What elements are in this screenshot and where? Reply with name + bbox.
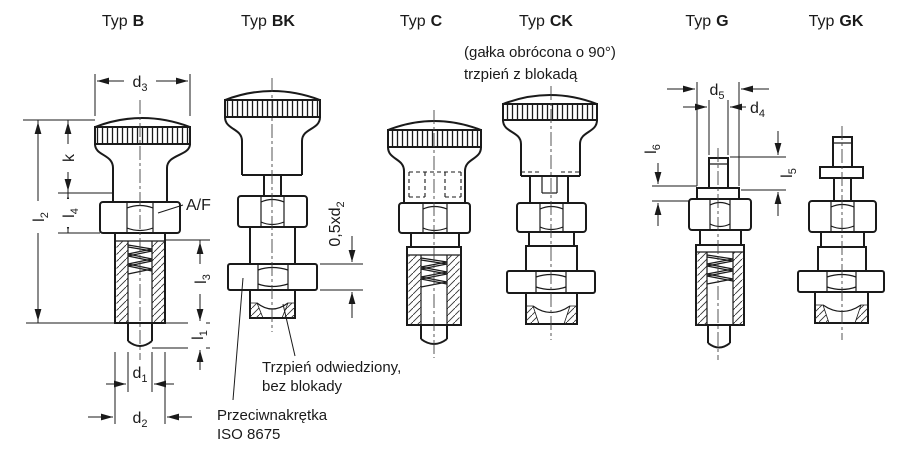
annotation-counternut: Przeciwnakrętka ISO 8675 — [217, 277, 328, 443]
spring-c — [420, 257, 448, 288]
svg-text:k: k — [61, 153, 78, 162]
hidden-slot-c — [408, 171, 462, 198]
hex-nut-g — [688, 198, 752, 231]
lock-notch-ck — [541, 176, 558, 194]
dim-l2: l2 — [23, 119, 115, 324]
svg-text:l4: l4 — [61, 208, 81, 218]
hex-nut-ck — [516, 202, 587, 233]
hex-nut-c — [398, 202, 471, 234]
dim-af: A/F — [157, 197, 211, 214]
knurled-knob-ck — [502, 103, 598, 121]
svg-text:l3: l3 — [193, 274, 213, 284]
ck-note-line2: trzpień z blokadą — [464, 66, 578, 83]
pin-tip-g — [707, 342, 731, 349]
figure-typ-c — [387, 110, 482, 358]
dim-d1: d1 — [106, 352, 174, 392]
dim-d3: d3 — [94, 74, 191, 116]
svg-text:d2: d2 — [132, 410, 147, 430]
figure-typ-bk — [224, 78, 321, 332]
spring-g — [706, 254, 734, 285]
figure-typ-b — [94, 100, 191, 360]
spring-b — [127, 244, 153, 275]
svg-text:l5: l5 — [779, 168, 799, 178]
figure-typ-g — [688, 148, 752, 360]
hex-nut-gk — [808, 200, 877, 233]
figure-typ-gk — [797, 126, 885, 340]
knurled-knob-b — [94, 126, 191, 145]
svg-text:d4: d4 — [750, 100, 765, 120]
svg-text:ISO 8675: ISO 8675 — [217, 426, 280, 443]
svg-text:0,5xd2: 0,5xd2 — [327, 201, 347, 246]
annotation-pin-retracted: Trzpień odwiedziony, bez blokady — [262, 303, 401, 395]
svg-text:l1: l1 — [190, 330, 210, 340]
dim-d2: d2 — [88, 352, 192, 430]
ck-note-line1: (gałka obrócona o 90°) — [464, 44, 616, 61]
dim-k: k — [58, 120, 113, 194]
hex-nut-bk — [237, 195, 308, 228]
figure-typ-ck — [502, 86, 598, 340]
svg-text:Trzpień odwiedziony,: Trzpień odwiedziony, — [262, 359, 401, 376]
dim-l3: l3 — [165, 239, 213, 324]
svg-text:bez blokady: bez blokady — [262, 378, 343, 395]
dim-d5: d5 — [667, 82, 769, 186]
dim-l1: l1 — [152, 321, 210, 370]
knurled-knob-bk — [224, 99, 321, 118]
washer-gk — [819, 166, 864, 179]
svg-text:l6: l6 — [643, 144, 663, 154]
knurled-knob-c — [387, 129, 482, 148]
pin-tip-b — [127, 340, 153, 347]
dim-l6: l6 — [641, 135, 697, 226]
threaded-stud-g — [708, 157, 729, 189]
svg-text:Przeciwnakrętka: Przeciwnakrętka — [217, 407, 328, 424]
svg-text:A/F: A/F — [186, 197, 211, 214]
dim-l4: l4 — [58, 193, 100, 234]
dim-half-d2: 0,5xd2 — [320, 201, 363, 318]
svg-text:d5: d5 — [709, 82, 724, 102]
svg-text:d1: d1 — [132, 365, 147, 385]
svg-text:l2: l2 — [31, 212, 51, 222]
dim-l5: l5 — [730, 131, 799, 216]
threaded-stud-gk — [832, 136, 853, 168]
dim-d4: d4 — [683, 100, 765, 155]
svg-text:d3: d3 — [132, 74, 147, 94]
